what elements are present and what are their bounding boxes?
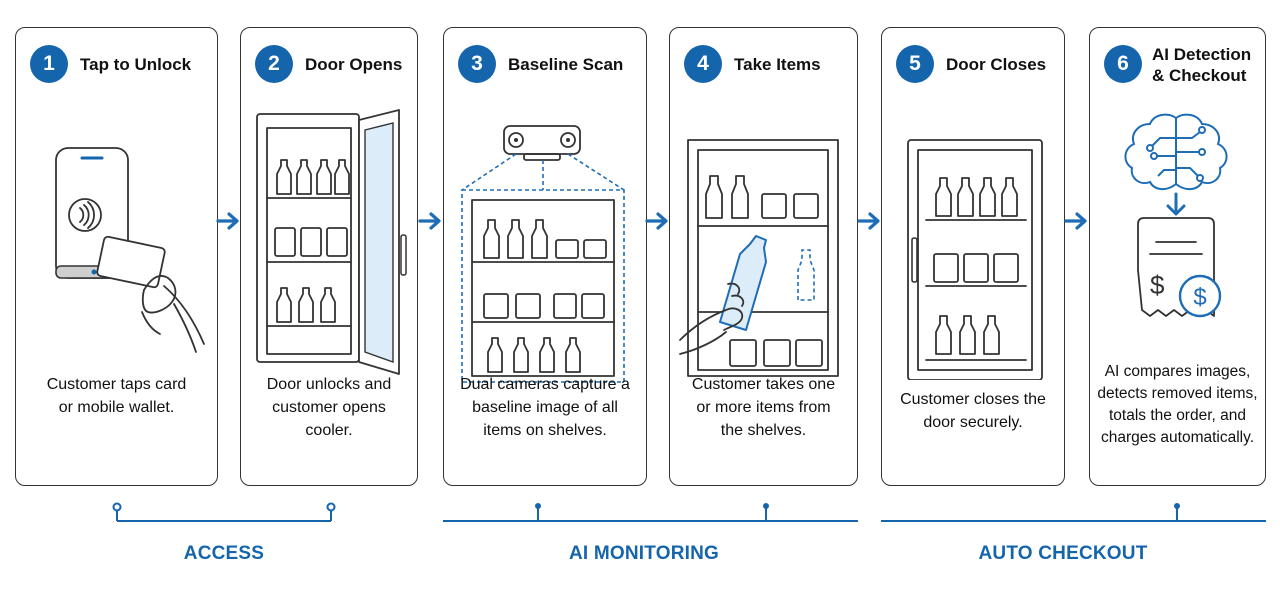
step-title: Door Closes <box>946 55 1047 74</box>
cooler-icon <box>256 113 360 363</box>
step-title: AI Detection & Checkout <box>1152 45 1252 85</box>
step-description: Dual cameras capture a baseline image of… <box>460 376 630 439</box>
bottle-icon <box>483 219 548 259</box>
closed-cooler-illustration <box>907 139 1043 380</box>
step-number-badge: 1 <box>30 45 68 83</box>
arrow-right-icon <box>216 212 239 230</box>
bottle-icon <box>487 337 581 373</box>
phase-label-access: ACCESS <box>183 543 265 564</box>
arrow-right-icon <box>418 212 441 230</box>
step-card-4: 4 Take Items Custo <box>669 27 858 486</box>
receipt-icon: $ <box>1137 217 1215 317</box>
removed-bottle-outline-icon <box>797 249 815 301</box>
step-title: Take Items <box>734 55 821 74</box>
step-number-badge: 5 <box>896 45 934 83</box>
step-title: Tap to Unlock <box>80 55 192 74</box>
step-title: Door Opens <box>305 55 403 74</box>
bottle-icon <box>276 287 336 323</box>
brain-circuit-icon <box>1124 113 1228 190</box>
hand-icon <box>679 282 745 355</box>
arrow-down-icon <box>1166 192 1186 216</box>
jar-icon <box>729 193 823 367</box>
ai-checkout-illustration: $ $ <box>1124 113 1228 318</box>
cooler-icon <box>471 199 615 377</box>
bottle-icon <box>719 235 767 331</box>
dollar-coin-icon: $ <box>1178 274 1222 318</box>
step-description: Customer closes the door securely. <box>900 391 1046 431</box>
tap-illustration <box>55 147 205 353</box>
step-card-2: 2 Door Opens D <box>240 27 418 486</box>
cooler-icon <box>907 139 1043 380</box>
step-description: AI compares images, detects removed item… <box>1097 363 1258 446</box>
payment-card-icon <box>96 235 166 289</box>
phase-bracket-access <box>112 502 336 522</box>
step-card-3: 3 Baseline Scan <box>443 27 647 486</box>
step-title: Baseline Scan <box>508 55 624 74</box>
phase-label-ai-monitoring: AI MONITORING <box>568 543 720 564</box>
hand-icon <box>141 275 205 353</box>
nfc-icon <box>68 198 102 232</box>
step-card-6: 6 AI Detection & Checkout $ $ AI <box>1089 27 1266 486</box>
arrow-right-icon <box>645 212 668 230</box>
cooler-icon <box>687 139 839 377</box>
arrow-right-icon <box>1064 212 1087 230</box>
arrow-right-icon <box>857 212 880 230</box>
step-description: Customer takes one or more items from th… <box>691 376 836 439</box>
step-number-badge: 4 <box>684 45 722 83</box>
bottle-icon <box>935 177 1018 217</box>
bottle-icon <box>276 159 350 195</box>
bottle-icon <box>935 315 1000 355</box>
jar-icon <box>933 253 1019 283</box>
step-number-badge: 3 <box>458 45 496 83</box>
svg-text:$: $ <box>1150 270 1165 300</box>
step-number-badge: 2 <box>255 45 293 83</box>
phase-bracket-auto-checkout <box>881 503 1266 522</box>
step-description: Door unlocks and customer opens cooler. <box>266 376 392 439</box>
open-cooler-illustration <box>256 109 407 375</box>
step-description: Customer taps card or mobile wallet. <box>46 376 187 416</box>
step-card-1: 1 Tap to Unlock Customer taps card or mo… <box>15 27 218 486</box>
phase-brackets <box>112 502 1266 522</box>
step-number-badge: 6 <box>1104 45 1142 83</box>
jar-icon <box>483 239 607 319</box>
step-card-5: 5 Door Closes Customer closes the door <box>881 27 1065 486</box>
baseline-scan-illustration <box>461 125 625 383</box>
bottle-icon <box>705 175 749 219</box>
svg-text:$: $ <box>1193 284 1206 311</box>
phase-label-auto-checkout: AUTO CHECKOUT <box>978 543 1148 564</box>
take-items-illustration <box>679 139 839 377</box>
phase-bracket-ai-monitoring <box>443 503 858 522</box>
dual-camera-icon <box>503 125 581 161</box>
open-door-icon <box>358 109 407 375</box>
scan-field-lines <box>461 153 625 383</box>
jar-icon <box>274 227 348 257</box>
